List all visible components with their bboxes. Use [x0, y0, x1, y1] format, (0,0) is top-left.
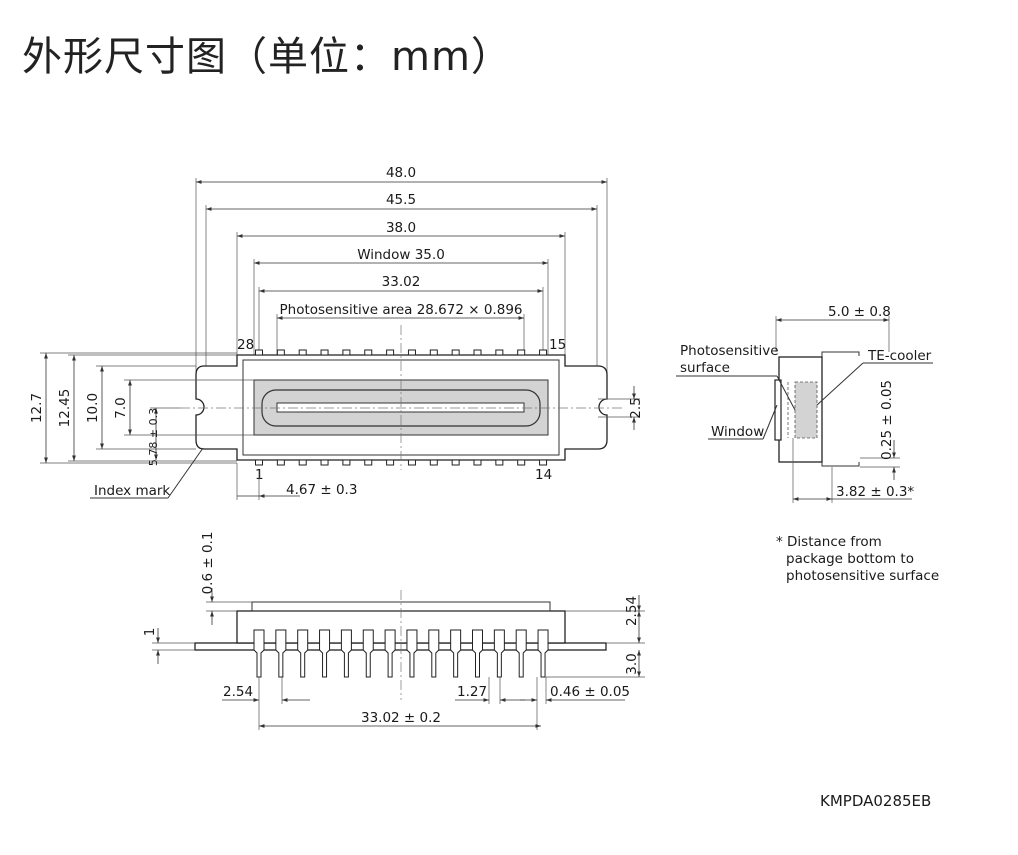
- side-dim-0-25: 0.25 ± 0.05: [879, 380, 895, 460]
- pin: [515, 629, 527, 678]
- drawing-code: KMPDA0285EB: [820, 792, 931, 810]
- pin: [429, 349, 438, 356]
- side-dim-5-0: 5.0 ± 0.8: [828, 304, 891, 320]
- dim-4-67-group: 4.67 ± 0.3: [236, 463, 357, 500]
- footnote-line3: photosensitive surface: [786, 568, 939, 584]
- side-view: 5.0 ± 0.8 Photosensitive surface Window …: [676, 304, 933, 503]
- pin-14-label: 14: [535, 467, 552, 483]
- pin: [298, 349, 307, 356]
- pin: [451, 459, 460, 466]
- pin: [320, 459, 329, 466]
- pin: [255, 349, 263, 356]
- pin-15-label: 15: [549, 337, 566, 353]
- pin: [495, 459, 504, 466]
- pin: [517, 459, 526, 466]
- dim-33-02: 33.02: [382, 274, 421, 290]
- pin: [428, 629, 440, 678]
- front-dim-1: 1: [142, 628, 158, 637]
- dim-2-5-group: 2.5: [598, 386, 644, 430]
- photosensitive-area: [276, 402, 525, 413]
- pin: [407, 459, 416, 466]
- pin: [450, 629, 462, 678]
- dim-5-78: 5.78 ± 0.3: [147, 408, 160, 466]
- front-dim-0-6: 0.6 ± 0.1: [200, 532, 216, 595]
- dim-4-67: 4.67 ± 0.3: [286, 482, 357, 498]
- pin: [386, 349, 395, 356]
- pin: [495, 349, 504, 356]
- front-dim-2-54-vertical: 2.54: [624, 596, 640, 626]
- dim-12-45: 12.45: [57, 389, 73, 428]
- pins-bottom: [255, 459, 548, 466]
- dim-12-7: 12.7: [29, 393, 45, 423]
- pin: [473, 349, 482, 356]
- pin: [517, 349, 526, 356]
- pin: [493, 629, 505, 678]
- pin: [342, 459, 351, 466]
- pin: [384, 629, 396, 678]
- photosensitive-surface-line2: surface: [680, 360, 730, 376]
- pin: [429, 459, 438, 466]
- top-view: 48.0 45.5 38.0 Window 35.0 33.02 Photose…: [29, 165, 644, 500]
- dim-photosensitive-area: Photosensitive area 28.672 × 0.896: [280, 302, 523, 318]
- pin: [386, 459, 395, 466]
- pin: [319, 629, 331, 678]
- front-dim-2-54-horizontal: 2.54: [223, 684, 253, 700]
- pin: [473, 459, 482, 466]
- front-dim-3-0: 3.0: [624, 653, 640, 674]
- pin: [451, 349, 460, 356]
- dim-48: 48.0: [386, 165, 416, 181]
- pin: [276, 459, 285, 466]
- footnote: * Distance from package bottom to photos…: [776, 534, 939, 584]
- pins-top: [255, 349, 548, 356]
- front-view: 0.6 ± 0.1 1 2.54 3.0 2.54 1.27: [142, 532, 645, 730]
- pin: [342, 349, 351, 356]
- pin: [364, 349, 373, 356]
- pin: [362, 629, 374, 678]
- pin: [253, 629, 265, 678]
- te-cooler-label: TE-cooler: [867, 348, 932, 364]
- side-dim-3-82: 3.82 ± 0.3*: [836, 484, 914, 500]
- dim-45-5: 45.5: [386, 192, 416, 208]
- pin: [364, 459, 373, 466]
- pin-28-label: 28: [237, 337, 254, 353]
- footnote-line1: * Distance from: [776, 534, 882, 550]
- front-dim-33-02: 33.02 ± 0.2: [361, 710, 441, 726]
- index-mark-label: Index mark: [94, 483, 170, 499]
- footnote-line2: package bottom to: [786, 551, 914, 567]
- pin: [255, 459, 263, 466]
- dim-7: 7.0: [113, 397, 129, 418]
- front-dim-0-46: 0.46 ± 0.05: [550, 684, 630, 700]
- pin: [298, 459, 307, 466]
- dim-38: 38.0: [386, 220, 416, 236]
- pin: [472, 629, 483, 678]
- top-vertical-dimensions: 12.7 12.45 10.0 7.0 5.78 ± 0.3: [29, 352, 254, 466]
- pin: [407, 349, 416, 356]
- page-title: 外形尺寸图（单位：mm）: [22, 34, 512, 80]
- pin: [297, 629, 309, 678]
- dim-2-5: 2.5: [628, 397, 644, 418]
- pin: [320, 349, 329, 356]
- pin: [537, 629, 549, 678]
- pins-front: [253, 629, 549, 678]
- front-dim-1-27: 1.27: [457, 684, 487, 700]
- top-horizontal-dimensions: 48.0 45.5 38.0 Window 35.0 33.02 Photose…: [195, 165, 608, 404]
- photosensitive-surface-line1: Photosensitive: [680, 343, 779, 359]
- pin: [539, 349, 548, 356]
- pin: [276, 349, 285, 356]
- dim-10: 10.0: [85, 393, 101, 423]
- dim-window: Window 35.0: [357, 247, 445, 263]
- pin: [539, 459, 548, 466]
- pin: [406, 629, 418, 678]
- window-label: Window: [711, 424, 764, 440]
- pin: [275, 629, 287, 678]
- pin: [340, 629, 352, 678]
